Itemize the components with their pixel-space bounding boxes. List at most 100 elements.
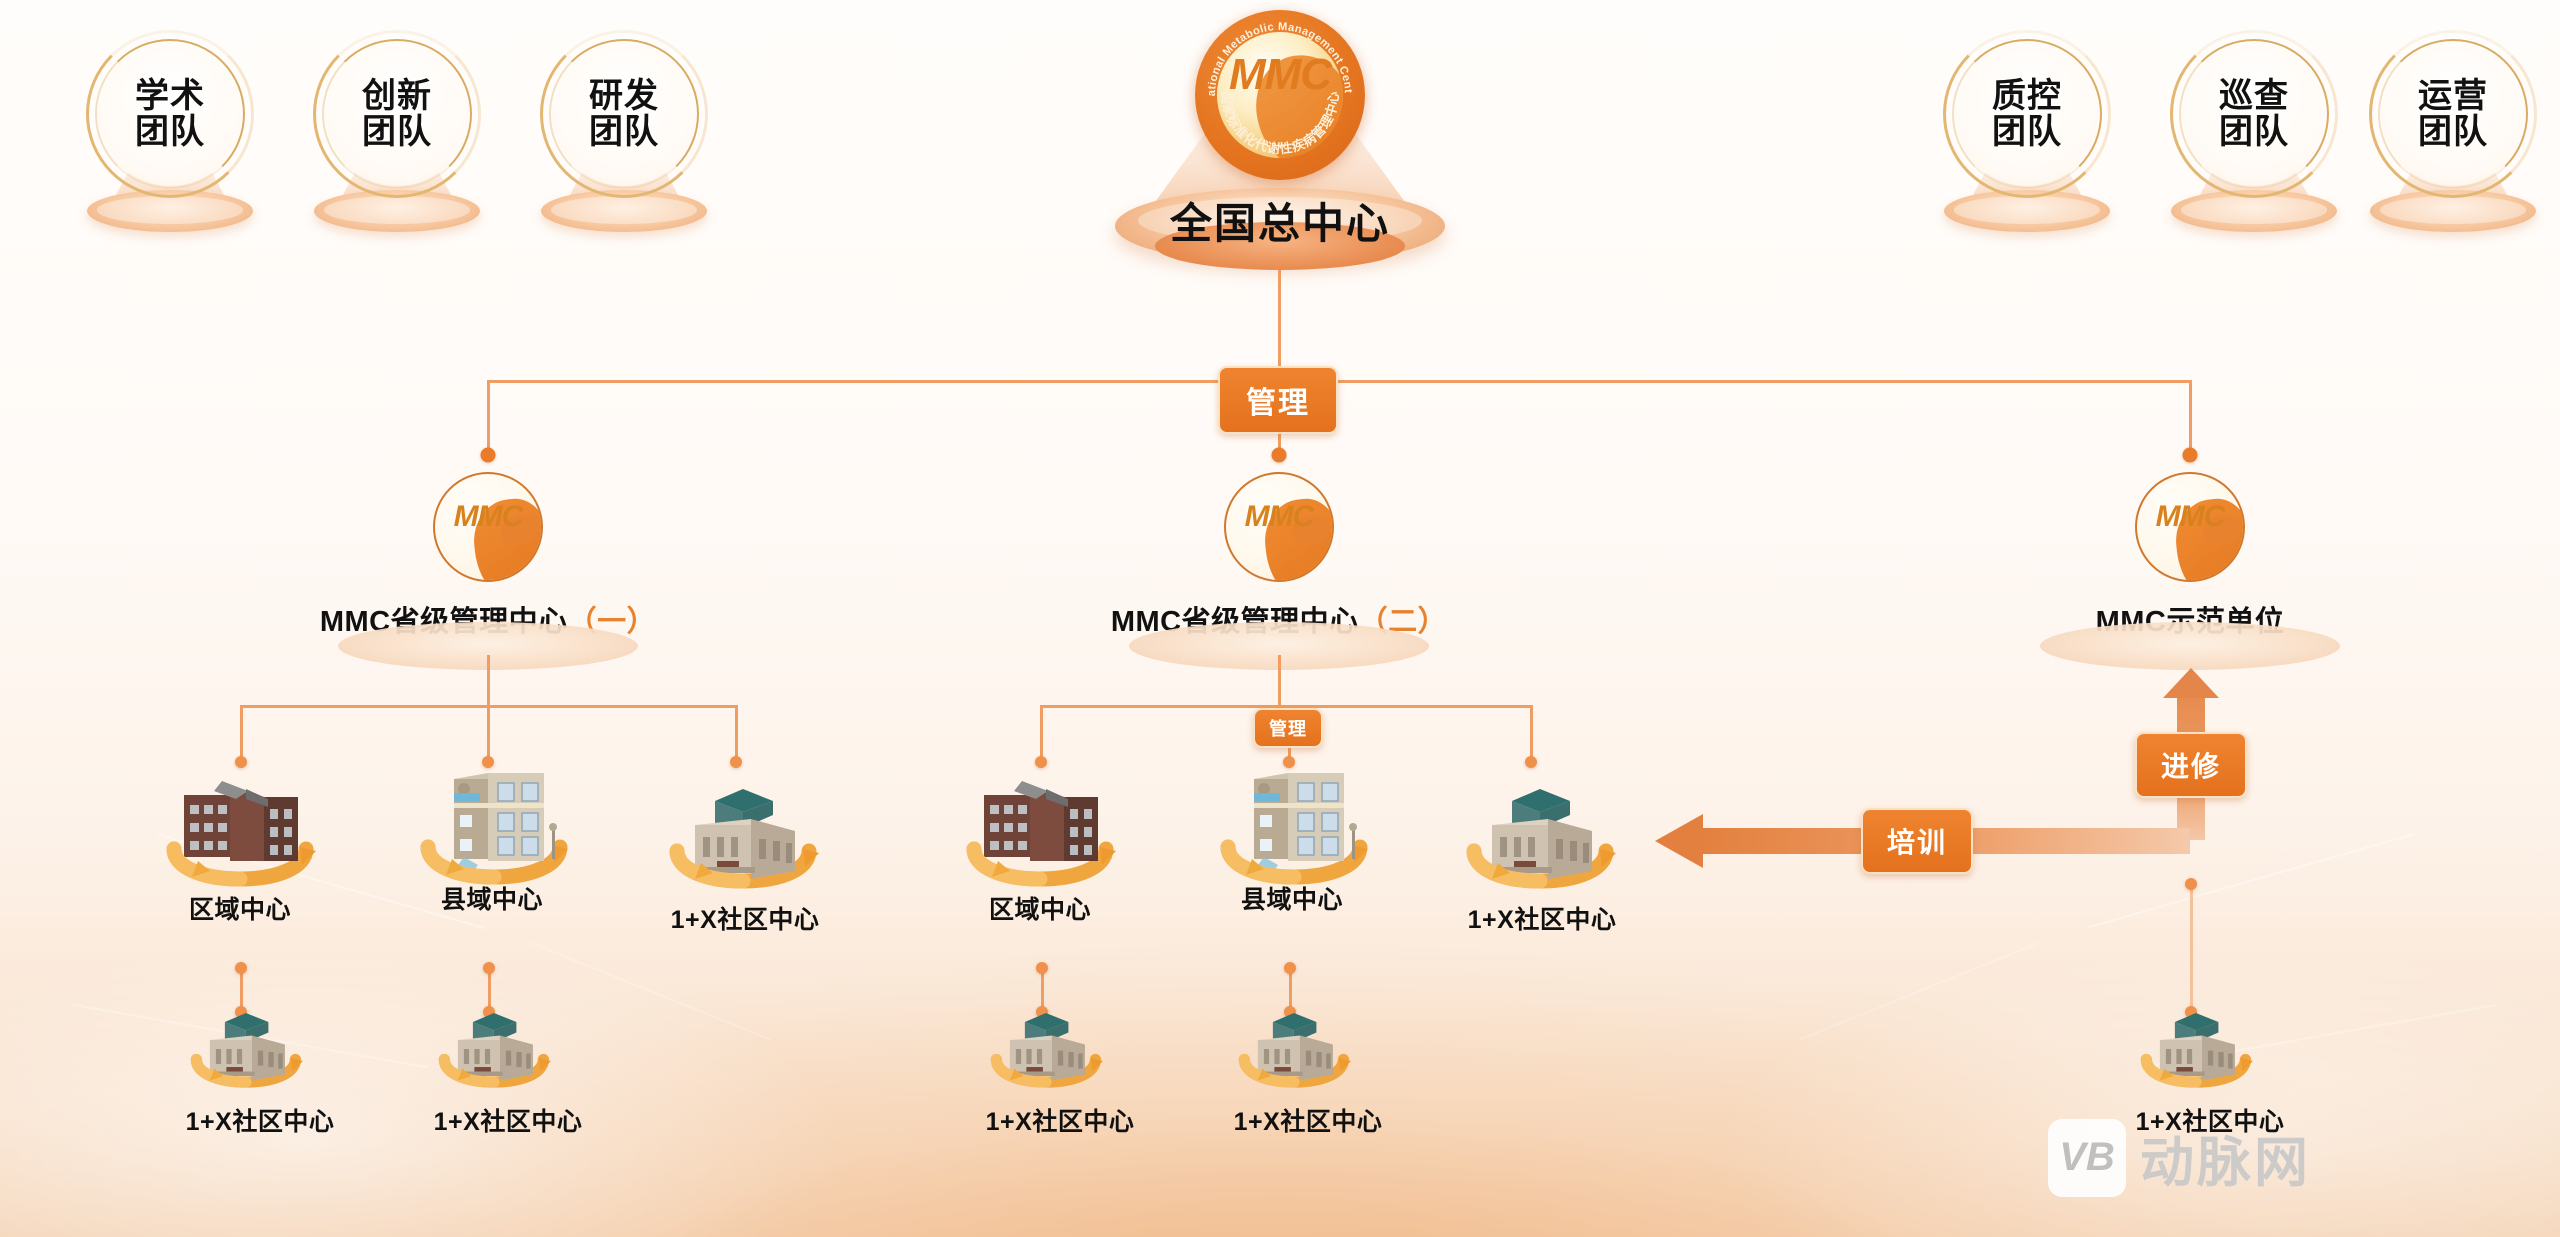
tier3-county-b[interactable]: 县域中心 [1182,765,1402,916]
building-graphic [1452,785,1632,900]
provincial-node-1[interactable]: MMC MMC省级管理中心（一） [258,472,718,670]
tier4-community-b2[interactable]: 1+X社区中心 [1198,1010,1418,1138]
globe-abbr: MMC [2155,500,2226,533]
headquarters-node[interactable]: MMC National Metabolic Management Center… [1070,10,1490,270]
team-badge-inspection[interactable]: 巡查 团队 [2139,30,2369,232]
connector-branch-left [487,380,490,453]
building-graphic [950,775,1130,890]
watermark-logo: VB [2048,1118,2126,1197]
seal-abbr: MMC [1228,50,1332,99]
tier3-community-b[interactable]: 1+X社区中心 [1432,785,1652,936]
node-label: 1+X社区中心 [670,906,820,934]
pedestal-disc [314,190,480,232]
connector-left-b [487,705,490,760]
tier4-community-b1[interactable]: 1+X社区中心 [950,1010,1170,1138]
team-label-line2: 团队 [1992,113,2062,151]
node-label: 1+X社区中心 [985,1108,1135,1136]
node-label: 区域中心 [988,896,1091,924]
advanced-study-chip[interactable]: 进修 [2134,732,2248,798]
provincial-node-2[interactable]: MMC MMC省级管理中心（二） [1049,472,1509,670]
team-label-line2: 团队 [135,113,205,151]
node-label: 1+X社区中心 [1467,906,1617,934]
node-pedestal [2040,622,2340,670]
team-label-line1: 创新 [362,76,432,115]
tier4-community-a1[interactable]: 1+X社区中心 [150,1010,370,1138]
connector-dot [730,756,742,768]
node-label: 县域中心 [1240,886,1343,914]
connector-dot [1271,447,1287,463]
connector-prov1-down [487,655,490,705]
connector-mid-c [1530,705,1533,760]
manage-chip-top[interactable]: 管理 [1218,366,1338,434]
building-graphic [970,1010,1150,1102]
connector-dot [482,756,494,768]
tier3-region-a[interactable]: 区域中心 [130,775,350,926]
pedestal-disc [2370,190,2536,232]
connector-dot [2185,878,2197,890]
building-graphic [1202,765,1382,885]
connector-bus-mid [1040,705,1530,708]
node-label: 区域中心 [188,896,291,924]
connector-t3-t4 [1041,965,1044,1010]
globe-abbr: MMC [453,500,524,533]
node-label: 县域中心 [440,886,543,914]
connector-t3-t4 [1289,965,1292,1010]
training-chip[interactable]: 培训 [1860,808,1974,874]
team-label-line1: 巡查 [2219,76,2289,115]
building-graphic [170,1010,350,1102]
team-label-line1: 学术 [135,76,205,115]
manage-chip-mid[interactable]: 管理 [1253,708,1323,748]
building-graphic [1218,1010,1398,1102]
connector-mid-a [1040,705,1043,760]
pedestal-disc [541,190,707,232]
node-label: 1+X社区中心 [433,1108,583,1136]
team-label-line1: 研发 [589,76,659,115]
building-graphic [655,785,835,900]
watermark-text: 动脉网 [2140,1133,2311,1193]
team-label-line1: 运营 [2418,76,2488,115]
team-label-line2: 团队 [2418,113,2488,151]
connector-t3-t4 [488,965,491,1010]
mmc-globe-icon: MMC [2135,472,2245,582]
connector-bus-top [487,380,2191,383]
tier4-community-c1[interactable]: 1+X社区中心 [2100,1010,2320,1138]
building-graphic [402,765,582,885]
team-label-line1: 质控 [1992,76,2062,115]
connector-branch-right [2189,380,2192,453]
team-badge-quality[interactable]: 质控 团队 [1912,30,2142,232]
connector-dot [1284,962,1296,974]
tier3-county-a[interactable]: 县域中心 [382,765,602,916]
team-label-line2: 团队 [589,113,659,151]
demo-unit-node[interactable]: MMC MMC示范单位 [1960,472,2420,670]
training-arrowhead [1655,814,1703,868]
advanced-study-arrowhead [2163,668,2219,698]
connector-hq-down [1278,270,1281,380]
tier4-community-a2[interactable]: 1+X社区中心 [398,1010,618,1138]
badge-ring: 巡查 团队 [2170,30,2338,198]
badge-ring: 研发 团队 [540,30,708,198]
connector-dot [483,962,495,974]
connector-dot [1035,756,1047,768]
connector-dot [480,447,496,463]
building-graphic [418,1010,598,1102]
team-badge-innovation[interactable]: 创新 团队 [282,30,512,232]
globe-abbr: MMC [1244,500,1315,533]
connector-dot [1283,756,1295,768]
tier3-region-b[interactable]: 区域中心 [930,775,1150,926]
team-badge-rnd[interactable]: 研发 团队 [509,30,739,232]
connector-left-c [735,705,738,760]
badge-ring: 运营 团队 [2369,30,2537,198]
mmc-globe-icon: MMC [433,472,543,582]
team-badge-academic[interactable]: 学术 团队 [55,30,285,232]
team-badge-operation[interactable]: 运营 团队 [2338,30,2560,232]
badge-ring: 创新 团队 [313,30,481,198]
svg-text:国家标准化代谢性疾病管理中心: 国家标准化代谢性疾病管理中心 [1219,91,1342,157]
connector-dot [1525,756,1537,768]
node-label: 1+X社区中心 [185,1108,335,1136]
connector-dot [1036,962,1048,974]
tier3-community-a[interactable]: 1+X社区中心 [635,785,855,936]
watermark: VB 动脉网 [2048,1118,2311,1197]
building-graphic [2120,1010,2300,1102]
badge-ring: 质控 团队 [1943,30,2111,198]
mmc-globe-icon: MMC [1224,472,1334,582]
